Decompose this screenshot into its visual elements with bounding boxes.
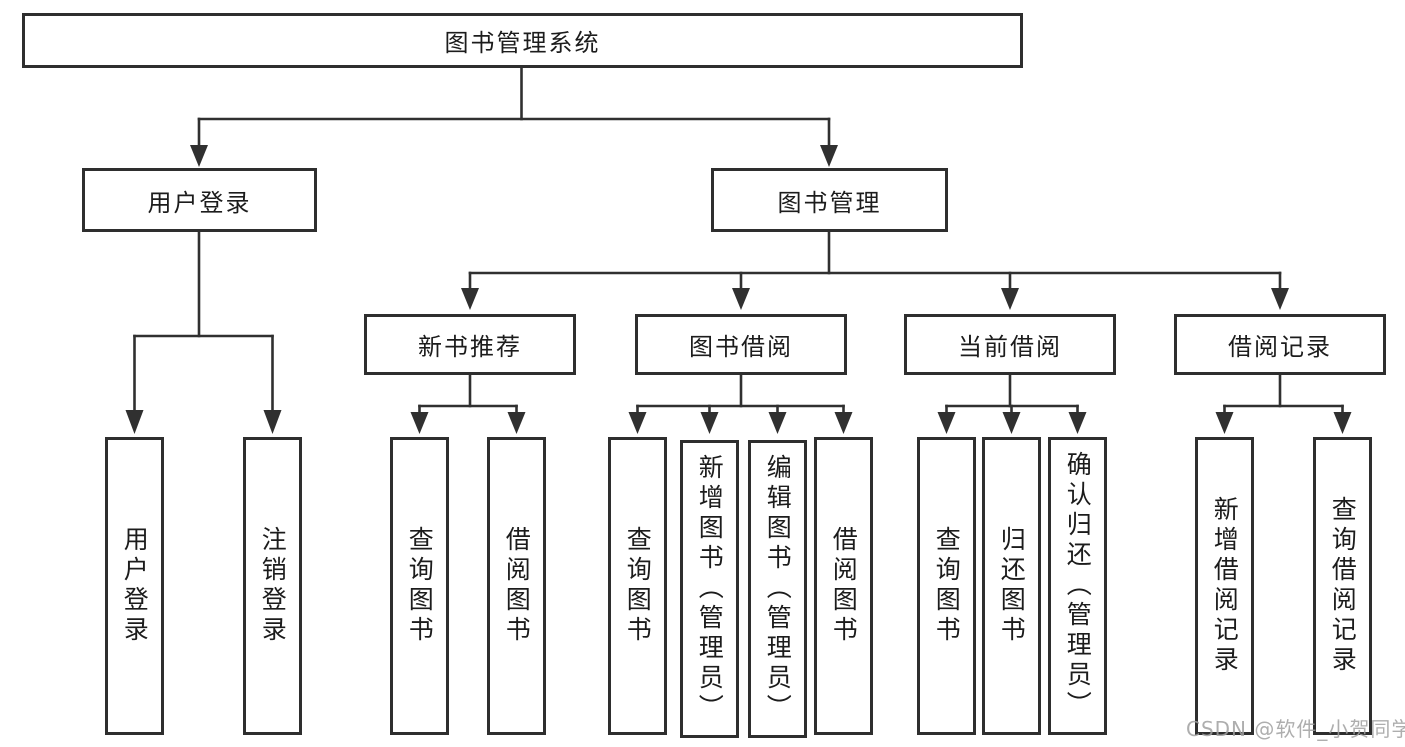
node-new-book-recommendation: 新书推荐 <box>364 314 576 375</box>
node-book-borrowing: 图书借阅 <box>635 314 847 375</box>
node-user-login: 用户登录 <box>82 168 317 232</box>
node-library-management-system: 图书管理系统 <box>22 13 1023 68</box>
node-label: 确认归还（管理员） <box>1063 451 1093 721</box>
node-label: 用户登录 <box>120 526 150 646</box>
node-label: 编辑图书（管理员） <box>763 454 793 724</box>
node-leaf-confirm-return-admin: 确认归还（管理员） <box>1048 437 1107 735</box>
node-label: 新书推荐 <box>418 333 522 361</box>
node-borrowing-records: 借阅记录 <box>1174 314 1386 375</box>
node-label: 查询借阅记录 <box>1328 496 1358 676</box>
node-leaf-add-books-admin: 新增图书（管理员） <box>680 440 739 738</box>
node-label: 图书管理 <box>777 188 882 217</box>
node-label: 借阅记录 <box>1228 333 1332 361</box>
node-leaf-borrow-books-recommend: 借阅图书 <box>487 437 546 735</box>
node-label: 当前借阅 <box>958 333 1062 361</box>
node-leaf-search-books-current: 查询图书 <box>917 437 976 735</box>
node-leaf-add-borrow-record: 新增借阅记录 <box>1195 437 1254 735</box>
node-label: 查询图书 <box>932 526 962 646</box>
node-label: 图书借阅 <box>689 333 793 361</box>
node-label: 新增借阅记录 <box>1210 496 1240 676</box>
node-label: 归还图书 <box>997 526 1027 646</box>
node-leaf-borrow-books: 借阅图书 <box>814 437 873 735</box>
node-current-borrowing: 当前借阅 <box>904 314 1116 375</box>
node-leaf-logout: 注销登录 <box>243 437 302 735</box>
node-leaf-search-borrow-record: 查询借阅记录 <box>1313 437 1372 735</box>
node-label: 查询图书 <box>623 526 653 646</box>
node-label: 借阅图书 <box>829 526 859 646</box>
node-leaf-search-books-borrow: 查询图书 <box>608 437 667 735</box>
node-label: 借阅图书 <box>502 526 532 646</box>
node-label: 用户登录 <box>147 188 252 217</box>
node-label: 新增图书（管理员） <box>695 454 725 724</box>
node-leaf-search-books-recommend: 查询图书 <box>390 437 449 735</box>
node-label: 注销登录 <box>258 526 288 646</box>
node-book-management: 图书管理 <box>711 168 948 232</box>
node-label: 查询图书 <box>405 526 435 646</box>
node-leaf-edit-books-admin: 编辑图书（管理员） <box>748 440 807 738</box>
node-label: 图书管理系统 <box>444 29 601 57</box>
node-leaf-user-login: 用户登录 <box>105 437 164 735</box>
node-leaf-return-books: 归还图书 <box>982 437 1041 735</box>
